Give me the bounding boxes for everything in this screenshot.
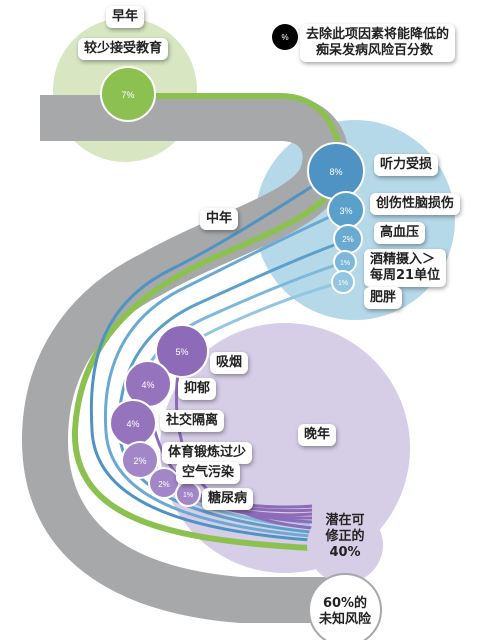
legend-marker (272, 24, 298, 50)
inactivity-circle (121, 441, 159, 479)
midlife-label: 中年 (200, 208, 239, 230)
unknown-outcome-circle (308, 573, 382, 644)
unknown-risk-label: 60%的 未知风险 (312, 596, 378, 628)
legend-text-line1: 去除此项因素将能降低的 (306, 27, 450, 42)
depression-label: 抑郁 (178, 378, 217, 400)
legend-box: 去除此项因素将能降低的 痴呆发病风险百分数 (300, 24, 456, 62)
tbi-label: 创伤性脑损伤 (370, 193, 461, 215)
diabetes-pct: 1% (183, 492, 193, 499)
inactivity-label: 体育锻炼过少 (162, 442, 253, 464)
unknown-line1: 60%的 (322, 596, 368, 611)
hearing-label: 听力受损 (374, 154, 439, 176)
education-pct: 7% (121, 90, 134, 100)
diabetes-label: 糖尿病 (202, 488, 254, 510)
early-life-label: 早年 (106, 6, 145, 28)
alcohol-label-line1: 酒精摄入＞ (370, 252, 436, 267)
modifiable-risk-label: 潜在可 修正的 40% (315, 513, 375, 561)
late-life-label: 晚年 (298, 424, 337, 446)
alcohol-label: 酒精摄入＞ 每周21单位 (364, 249, 447, 287)
alcohol-label-line2: 每周21单位 (370, 268, 441, 283)
smoking-circle (155, 324, 209, 378)
isolation-label: 社交隔离 (160, 410, 225, 432)
alcohol-pct: 1% (340, 260, 350, 267)
obesity-label: 肥胖 (364, 287, 403, 309)
smoking-label: 吸烟 (210, 352, 249, 374)
tbi-pct: 3% (339, 206, 352, 216)
education-circle (100, 66, 156, 122)
modifiable-outcome-circle (307, 507, 383, 583)
inactivity-pct: 2% (133, 456, 146, 466)
legend-marker-text: % (281, 33, 288, 42)
pollution-pct: 2% (158, 480, 170, 489)
modifiable-line2: 修正的 (325, 529, 365, 544)
obesity-circle (331, 270, 355, 294)
hypertension-pct: 2% (342, 235, 354, 244)
education-label: 较少接受教育 (78, 38, 169, 60)
pollution-label: 空气污染 (176, 462, 241, 484)
smoking-pct: 5% (175, 347, 188, 357)
modifiable-pct: 40% (329, 545, 361, 560)
hypertension-label: 高血压 (374, 222, 426, 244)
obesity-pct: 1% (338, 280, 348, 287)
unknown-line2: 未知风险 (318, 612, 371, 627)
depression-pct: 4% (141, 380, 154, 390)
legend-text-line2: 痴呆发病风险百分数 (316, 43, 434, 58)
modifiable-line1: 潜在可 (325, 513, 365, 528)
isolation-pct: 4% (126, 419, 139, 429)
hearing-pct: 8% (329, 167, 342, 177)
